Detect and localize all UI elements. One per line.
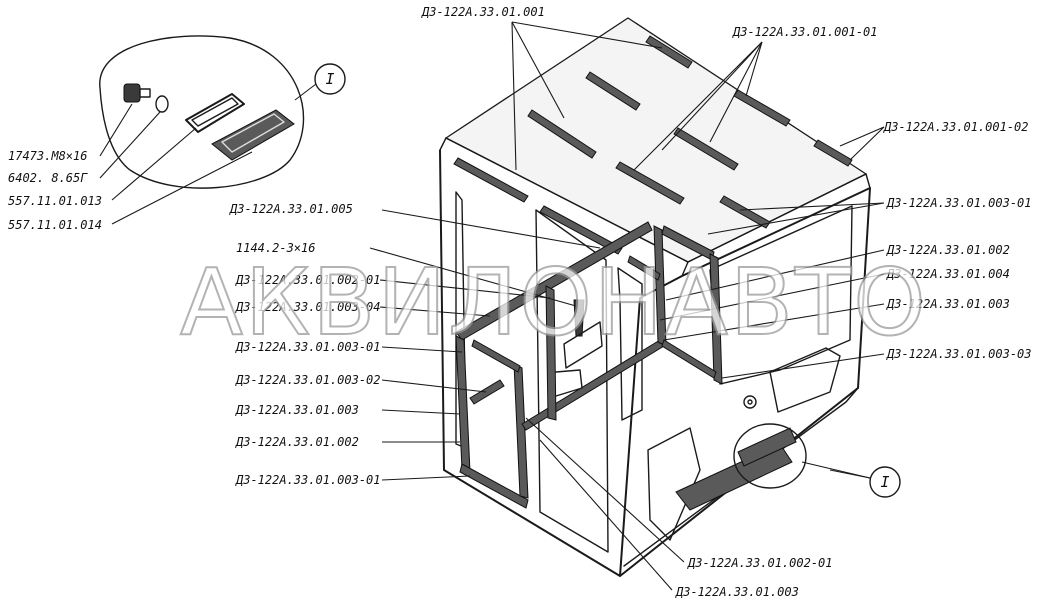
detail-circle bbox=[99, 35, 305, 189]
roof-seal bbox=[585, 71, 641, 111]
label-washer: 6402. 8.65Г bbox=[8, 171, 88, 185]
washer bbox=[155, 95, 169, 113]
label-l7: ДЗ-122А.33.01.003 bbox=[235, 403, 359, 417]
detail-labels: 17473.М8×16 6402. 8.65Г 557.11.01.013 55… bbox=[8, 103, 253, 232]
door-latch bbox=[573, 299, 585, 337]
label-roof-right: ДЗ-122А.33.01.001-02 bbox=[883, 120, 1029, 134]
seal-pad bbox=[211, 109, 295, 161]
label-bolt: 17473.М8×16 bbox=[8, 149, 87, 163]
roof-seal bbox=[719, 195, 771, 229]
left-labels: ДЗ-122А.33.01.005 1144.2-3×16 ДЗ-122А.33… bbox=[229, 202, 601, 487]
detail-view-i bbox=[99, 35, 305, 189]
roof-seals bbox=[453, 35, 853, 255]
seal-frame bbox=[185, 93, 245, 133]
label-l4: ДЗ-122А.33.01.003-04 bbox=[235, 300, 381, 314]
label-l9: ДЗ-122А.33.01.003-01 bbox=[235, 473, 381, 487]
callout-region bbox=[733, 423, 807, 489]
label-r4: ДЗ-122А.33.01.003 bbox=[886, 297, 1010, 311]
label-pad: 557.11.01.014 bbox=[8, 218, 102, 232]
roof-seal bbox=[527, 109, 597, 159]
callout-circle bbox=[314, 63, 346, 95]
roof-seal bbox=[453, 157, 529, 203]
callout-i-bottom: I bbox=[733, 423, 901, 498]
callout-i-top: I bbox=[294, 63, 346, 101]
right-labels: ДЗ-122А.33.01.001 ДЗ-122А.33.01.001-01 Д… bbox=[421, 5, 1032, 599]
label-l3: ДЗ-122А.33.01.002-01 bbox=[235, 273, 381, 287]
roof-seal bbox=[539, 205, 623, 255]
roof-seal bbox=[673, 127, 739, 171]
label-l6: ДЗ-122А.33.01.003-02 bbox=[235, 373, 381, 387]
label-l8: ДЗ-122А.33.01.002 bbox=[235, 435, 359, 449]
cab-body bbox=[439, 17, 871, 577]
cab-roof bbox=[444, 17, 868, 263]
door-frame-seals bbox=[455, 221, 723, 509]
bolt-head bbox=[123, 83, 141, 103]
vent-knob bbox=[743, 395, 757, 409]
left-door-window bbox=[535, 209, 609, 553]
label-r2: ДЗ-122А.33.01.002 bbox=[886, 243, 1010, 257]
label-r5: ДЗ-122А.33.01.003-03 bbox=[886, 347, 1032, 361]
bolt-shank bbox=[139, 88, 151, 98]
callout-mark-bottom: I bbox=[880, 473, 889, 491]
label-bottom2: ДЗ-122А.33.01.003 bbox=[675, 585, 799, 599]
right-lower-window bbox=[647, 427, 701, 541]
label-bottom1: ДЗ-122А.33.01.002-01 bbox=[687, 556, 833, 570]
roof-seal bbox=[615, 161, 685, 205]
roof-seal bbox=[813, 139, 853, 167]
label-r1: ДЗ-122А.33.01.003-01 bbox=[886, 196, 1032, 210]
roof-seal bbox=[645, 35, 693, 69]
callout-circle bbox=[869, 466, 901, 498]
watermark: АКВИЛОНАВТО bbox=[180, 249, 928, 356]
label-r3: ДЗ-122А.33.01.004 bbox=[886, 267, 1010, 281]
label-top-left: ДЗ-122А.33.01.001 bbox=[421, 5, 545, 19]
callout-mark: I bbox=[325, 70, 334, 88]
label-l2: 1144.2-3×16 bbox=[236, 241, 315, 255]
label-l1: ДЗ-122А.33.01.005 bbox=[229, 202, 353, 216]
label-frame: 557.11.01.013 bbox=[8, 194, 102, 208]
label-l5: ДЗ-122А.33.01.003-01 bbox=[235, 340, 381, 354]
label-top-right: ДЗ-122А.33.01.001-01 bbox=[732, 25, 878, 39]
